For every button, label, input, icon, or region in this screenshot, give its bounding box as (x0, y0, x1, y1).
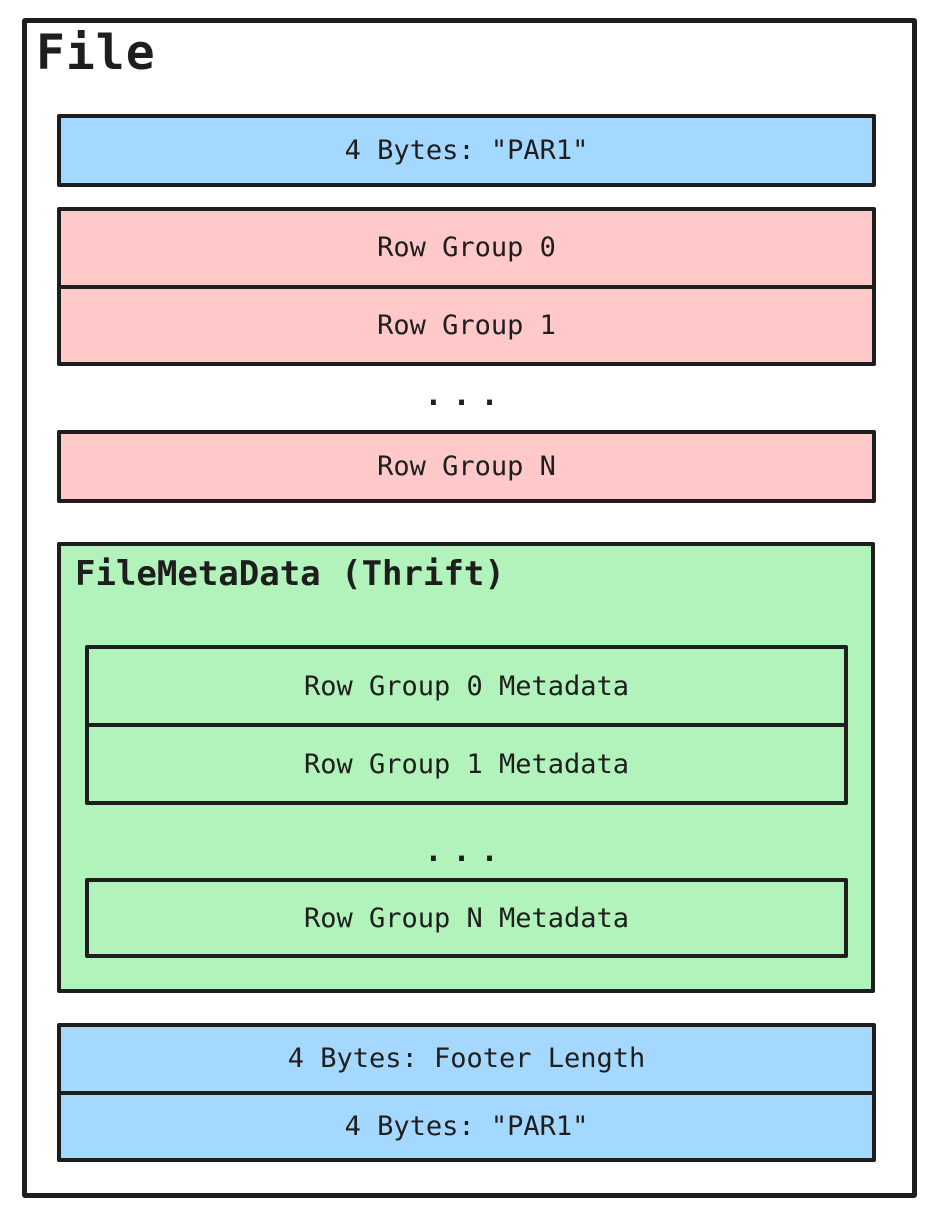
file-container-box: File 4 Bytes: "PAR1" Row Group 0 Row Gro… (22, 18, 917, 1198)
row-groups-stack: Row Group 0 Row Group 1 (57, 207, 876, 366)
magic-header-bar: 4 Bytes: "PAR1" (57, 114, 876, 187)
row-group-n-metadata-bar: Row Group N Metadata (85, 878, 848, 958)
footer-stack: 4 Bytes: Footer Length 4 Bytes: "PAR1" (57, 1023, 876, 1162)
metadata-ellipsis: ... (424, 834, 509, 869)
file-title: File (36, 25, 156, 81)
row-group-1-metadata-bar: Row Group 1 Metadata (89, 723, 844, 801)
row-group-0-bar: Row Group 0 (377, 232, 556, 264)
file-metadata-title: FileMetaData (Thrift) (75, 554, 505, 594)
row-group-n-bar: Row Group N (57, 430, 876, 503)
row-group-1-bar: Row Group 1 (61, 284, 872, 363)
row-group-metadata-stack: Row Group 0 Metadata Row Group 1 Metadat… (85, 645, 848, 805)
file-metadata-section: FileMetaData (Thrift) Row Group 0 Metada… (57, 542, 875, 993)
footer-length-bar: 4 Bytes: Footer Length (287, 1043, 646, 1075)
magic-footer-bar: 4 Bytes: "PAR1" (61, 1090, 872, 1159)
row-group-0-metadata-bar: Row Group 0 Metadata (303, 670, 630, 702)
row-groups-ellipsis: ... (424, 378, 509, 413)
